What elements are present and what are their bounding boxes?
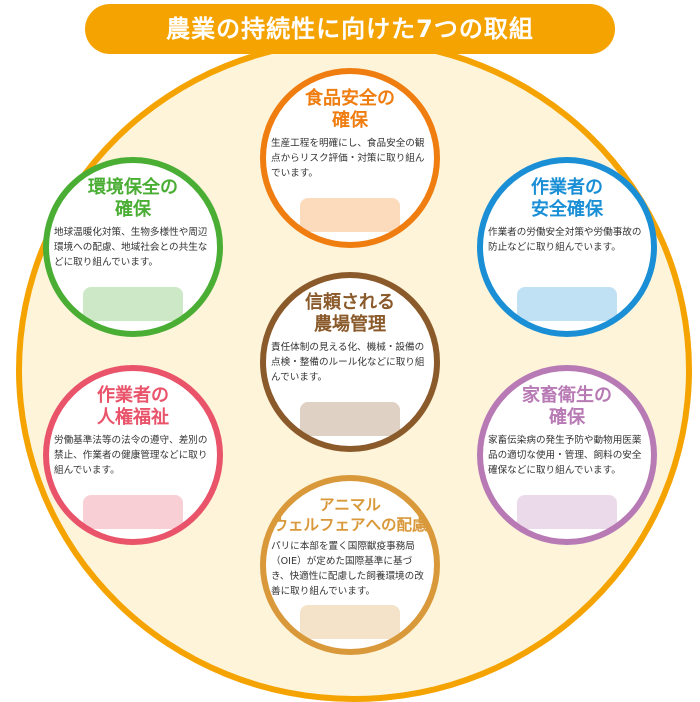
circle-text: 労働基準法等の法令の遵守、差別の禁止、作業者の健康管理などに取り組んでいます。 <box>54 435 208 476</box>
field-icon <box>83 287 183 321</box>
pig-icon <box>517 495 617 529</box>
circle-text: 責任体制の見える化、機械・設備の点検・整備のルール化などに取り組んでいます。 <box>271 342 425 383</box>
management-icon <box>300 402 400 436</box>
circle-title: 作業者の安全確保 <box>531 177 603 220</box>
cow-grain-icon <box>300 198 400 232</box>
circle-safety: 作業者の安全確保 作業者の労働安全対策や労働事故の防止などに取り組んでいます。 <box>477 157 657 337</box>
circle-title: 環境保全の確保 <box>88 177 178 220</box>
circle-text: 家畜伝染病の発生予防や動物用医薬品の適切な使用・管理、飼料の安全確保などに取り組… <box>488 435 642 476</box>
circle-text: 地球温暖化対策、生物多様性や周辺環境への配慮、地域社会との共生などに取り組んでい… <box>54 227 208 268</box>
circle-health: 家畜衛生の確保 家畜伝染病の発生予防や動物用医薬品の適切な使用・管理、飼料の安全… <box>477 365 657 545</box>
circle-title: 家畜衛生の確保 <box>522 385 612 428</box>
circle-trust: 信頼される農場管理 責任体制の見える化、機械・設備の点検・整備のルール化などに取… <box>260 272 440 452</box>
circle-title: 食品安全の確保 <box>305 88 395 131</box>
chicken-icon <box>300 605 400 639</box>
circle-rights: 作業者の人権福祉 労働基準法等の法令の遵守、差別の禁止、作業者の健康管理などに取… <box>43 365 223 545</box>
circle-text: パリに本部を置く国際獣疫事務局（OIE）が定めた国際基準に基づき、快適性に配慮し… <box>271 541 424 597</box>
circle-title: 信頼される農場管理 <box>305 292 395 335</box>
circle-text: 作業者の労働安全対策や労働事故の防止などに取り組んでいます。 <box>488 227 642 253</box>
circle-title: アニマルウェルフェアへの配慮 <box>272 496 428 534</box>
page-title: 農業の持続性に向けた7つの取組 <box>85 4 615 54</box>
worker-clock-icon <box>83 495 183 529</box>
circle-env: 環境保全の確保 地球温暖化対策、生物多様性や周辺環境への配慮、地域社会との共生な… <box>43 157 223 337</box>
circle-text: 生産工程を明確にし、食品安全の観点からリスク評価・対策に取り組んでいます。 <box>271 138 425 179</box>
circle-welfare: アニマルウェルフェアへの配慮 パリに本部を置く国際獣疫事務局（OIE）が定めた国… <box>260 475 440 655</box>
circle-title: 作業者の人権福祉 <box>97 385 169 428</box>
circle-food: 食品安全の確保 生産工程を明確にし、食品安全の観点からリスク評価・対策に取り組ん… <box>260 68 440 248</box>
tractor-icon <box>517 287 617 321</box>
